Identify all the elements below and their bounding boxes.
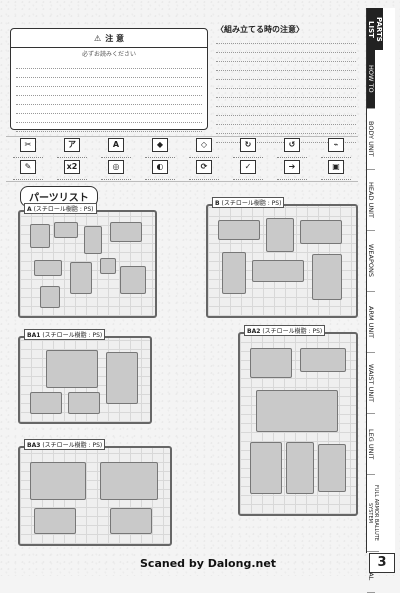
part — [100, 462, 158, 500]
pen-icon: ✎ — [20, 160, 36, 174]
legend-item: A — [94, 137, 138, 159]
legend-item: ア — [50, 137, 94, 159]
scissors-icon: ✂ — [20, 138, 36, 152]
part — [222, 252, 246, 294]
part — [34, 260, 62, 276]
part — [286, 442, 314, 494]
sprue-ba1-frame: BA1 (スチロール樹脂 : PS) — [18, 329, 152, 424]
part — [30, 392, 62, 414]
part — [318, 444, 346, 492]
sprue-b-frame: B (スチロール樹脂 : PS) — [206, 197, 358, 318]
part — [256, 390, 338, 432]
sprue-a-frame: A (スチロール樹脂 : PS) — [18, 203, 157, 318]
sidebar-item-waist: WAIST UNIT — [367, 353, 375, 414]
part — [218, 220, 260, 240]
part — [30, 462, 86, 500]
assembly-title: 〈組み立てる時の注意〉 — [216, 25, 304, 34]
sprue-ba3-frame: BA3 (スチロール樹脂 : PS) — [18, 439, 172, 546]
part — [100, 258, 116, 274]
legend-item: x2 — [50, 159, 94, 181]
part — [84, 226, 102, 254]
sidebar-item-body: BODY UNIT — [367, 109, 375, 170]
fold-icon: ↺ — [284, 138, 300, 152]
sidebar-item-weapons: WEAPONS — [367, 231, 375, 292]
part — [300, 348, 346, 372]
crescent-icon: ◐ — [152, 160, 168, 174]
page-number: 3 — [369, 553, 395, 573]
scan-credit: Scaned by Dalong.net — [140, 557, 277, 570]
legend-item: ⌁ — [314, 137, 358, 159]
sidebar-item-head: HEAD UNIT — [367, 170, 375, 231]
part — [110, 222, 142, 242]
symbol-legend: ✂ ア A ◆ ◇ ↻ ↺ ⌁ ✎ x2 ◎ ◐ ⟳ ✓ ➔ ▣ — [6, 136, 358, 182]
part — [40, 286, 60, 308]
part — [68, 392, 100, 414]
assembly-notes: 〈組み立てる時の注意〉 — [216, 24, 356, 143]
legend-item: ✓ — [226, 159, 270, 181]
sidebar-header: PARTS LIST — [367, 8, 383, 50]
legend-item: ◇ — [182, 137, 226, 159]
part — [54, 222, 78, 238]
sprue-label: BA2 (スチロール樹脂 : PS) — [244, 325, 326, 336]
part — [266, 218, 294, 252]
legend-item: ◆ — [138, 137, 182, 159]
section-sidebar: PARTS LIST HOW TO BODY UNIT HEAD UNIT WE… — [366, 8, 395, 593]
sprue-label: A (スチロール樹脂 : PS) — [24, 203, 97, 214]
legend-item: ◐ — [138, 159, 182, 181]
caution-text-block — [11, 58, 207, 137]
sidebar-item-how-to: HOW TO — [367, 50, 375, 109]
part — [34, 508, 76, 534]
letter-a-glyph: A — [108, 138, 124, 152]
caution-header: ⚠ 注 意 — [11, 29, 207, 48]
diamond-icon: ◇ — [196, 138, 212, 152]
sprue-label: BA3 (スチロール樹脂 : PS) — [24, 439, 106, 450]
part — [106, 352, 138, 404]
cutter-icon: ⌁ — [328, 138, 344, 152]
sprue-label: B (スチロール樹脂 : PS) — [212, 197, 285, 208]
caution-title: 注 意 — [105, 33, 124, 43]
katakana-a-glyph: ア — [64, 138, 80, 152]
part — [70, 262, 92, 294]
box-icon: ▣ — [328, 160, 344, 174]
part — [120, 266, 146, 294]
legend-item: ▣ — [314, 159, 358, 181]
diamond-icon: ◆ — [152, 138, 168, 152]
tick-icon: ✓ — [240, 160, 256, 174]
sprue-ba2-frame: BA2 (スチロール樹脂 : PS) — [238, 325, 358, 516]
warning-triangle-icon: ⚠ — [94, 33, 102, 43]
legend-item: ⟳ — [182, 159, 226, 181]
part — [252, 260, 304, 282]
legend-item: ✎ — [6, 159, 50, 181]
legend-item: ✂ — [6, 137, 50, 159]
caution-subtitle: 必ずお読みください — [81, 51, 136, 58]
arrow-icon: ➔ — [284, 160, 300, 174]
sidebar-item-arm: ARM UNIT — [367, 292, 375, 353]
part — [312, 254, 342, 300]
sidebar-item-leg: LEG UNIT — [367, 414, 375, 475]
legend-item: ↻ — [226, 137, 270, 159]
part — [46, 350, 98, 388]
part — [300, 220, 342, 244]
sidebar-item-ballute: FULL ARMOR BALLUTE SYSTEM — [367, 475, 379, 552]
part — [250, 348, 292, 378]
part — [250, 442, 282, 494]
legend-item: ➔ — [270, 159, 314, 181]
rotate-icon: ⟳ — [196, 160, 212, 174]
part — [30, 224, 50, 248]
part — [110, 508, 152, 534]
legend-item: ↺ — [270, 137, 314, 159]
fold-icon: ↻ — [240, 138, 256, 152]
caution-box: ⚠ 注 意 必ずお読みください — [10, 28, 208, 132]
legend-item: ◎ — [94, 159, 138, 181]
hole-icon: ◎ — [108, 160, 124, 174]
times-two-glyph: x2 — [64, 160, 80, 174]
manual-page: ⚠ 注 意 必ずお読みください 〈組み立てる時の注意〉 ✂ ア A ◆ ◇ ↻ … — [6, 6, 358, 566]
sprue-label: BA1 (スチロール樹脂 : PS) — [24, 329, 106, 340]
